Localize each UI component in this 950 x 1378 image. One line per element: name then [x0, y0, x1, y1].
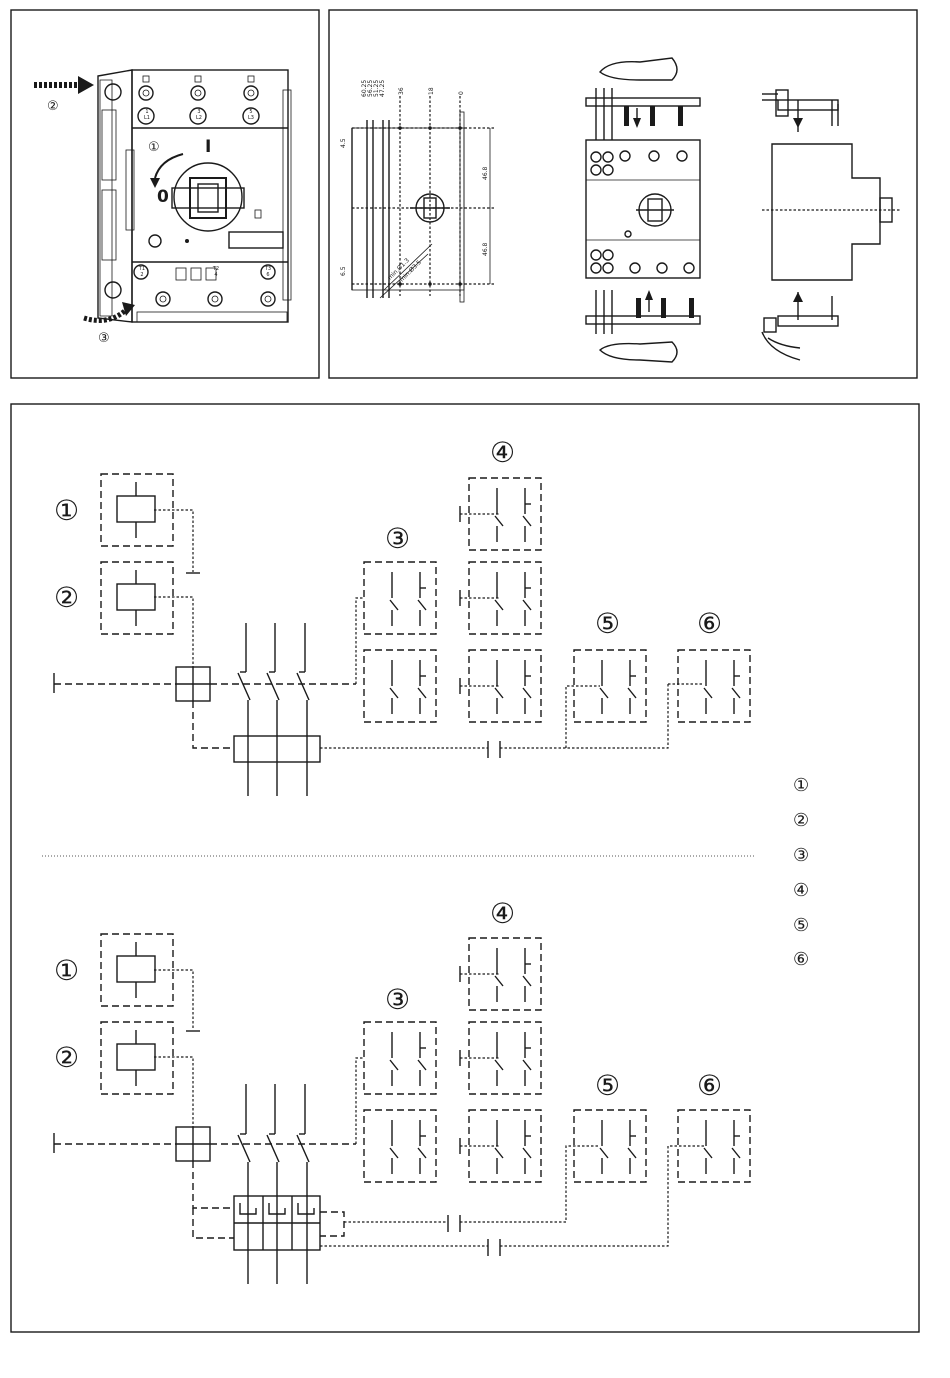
aux-contact-3b — [364, 650, 436, 722]
terminal-label-t2: T2 4 — [209, 266, 223, 278]
accessory-front-view — [586, 58, 700, 362]
marker-3-a: ③ — [385, 522, 410, 555]
top-clip-lever — [600, 58, 677, 80]
din-rail — [98, 70, 132, 322]
marker-4-b: ④ — [490, 897, 515, 930]
clip-arrow — [84, 308, 128, 320]
undervoltage-release-block — [101, 474, 173, 546]
marker-3-b: ③ — [385, 983, 410, 1016]
legend-item-3: ③ — [793, 845, 809, 866]
frame-wiring — [11, 404, 919, 1332]
terminal-label-l3: 5 L3 — [245, 109, 257, 121]
dimension-drawing-front — [352, 96, 494, 302]
aux-contact-3b-b — [364, 1110, 436, 1182]
marker-5-a: ⑤ — [595, 607, 620, 640]
breaker-mounting-illustration: I 0 — [34, 70, 291, 322]
dim-46-8-a: 46.8 — [482, 166, 489, 180]
aux-contact-3a-b — [364, 1022, 436, 1094]
callout-3: ③ — [98, 331, 110, 346]
callout-1: ① — [148, 140, 160, 155]
frame-dimensions — [329, 10, 917, 378]
dimension-labels: 60.25 56.25 51.25 47.25 36 18 0 4.5 46.8… — [340, 80, 489, 284]
marker-6-b: ⑥ — [697, 1069, 722, 1102]
dim-18: 18 — [428, 87, 435, 95]
trip-signal-contact-6 — [678, 650, 750, 722]
aux-contact-3a — [364, 562, 436, 634]
legend-item-5: ⑤ — [793, 915, 809, 936]
dim-4-5: 4.5 — [340, 138, 347, 148]
marker-1-b: ① — [54, 954, 79, 987]
legend-item-2: ② — [793, 810, 809, 831]
dim-0: 0 — [458, 91, 465, 95]
legend-item-6: ⑥ — [793, 949, 809, 970]
legend-item-1: ① — [793, 775, 809, 796]
handle-pos-off: 0 — [157, 187, 169, 207]
terminal-label-t1: T1 2 — [135, 266, 149, 278]
marker-6-a: ⑥ — [697, 607, 722, 640]
dim-6-5: 6.5 — [340, 266, 347, 276]
shunt-release-block — [101, 562, 173, 634]
marker-2-a: ② — [54, 581, 79, 614]
dim-47-25: 47.25 — [379, 80, 386, 97]
legend-item-4: ④ — [793, 880, 809, 901]
marker-2-b: ② — [54, 1041, 79, 1074]
trip-signal-contact-5-b — [574, 1110, 646, 1182]
terminal-label-l2: 3 L2 — [193, 109, 205, 121]
dim-46-8-b: 46.8 — [482, 242, 489, 256]
rotate-arrow — [155, 154, 183, 178]
callout-2: ② — [47, 99, 59, 114]
handle-pos-on: I — [205, 137, 211, 157]
marker-1-a: ① — [54, 494, 79, 527]
marker-4-a: ④ — [490, 436, 515, 469]
undervoltage-release-block-b — [101, 934, 173, 1006]
dim-36: 36 — [398, 87, 405, 95]
terminal-label-t3: T3 6 — [261, 266, 275, 278]
legend: ① ② ③ ④ ⑤ ⑥ — [793, 775, 809, 970]
shunt-release-block-b — [101, 1022, 173, 1094]
bottom-clip-lever — [600, 342, 677, 362]
terminal-label-l1: 1 L1 — [141, 109, 153, 121]
marker-5-b: ⑤ — [595, 1069, 620, 1102]
accessory-side-view — [762, 90, 900, 360]
trip-signal-contact-5 — [574, 650, 646, 722]
breaker-body — [132, 70, 288, 322]
